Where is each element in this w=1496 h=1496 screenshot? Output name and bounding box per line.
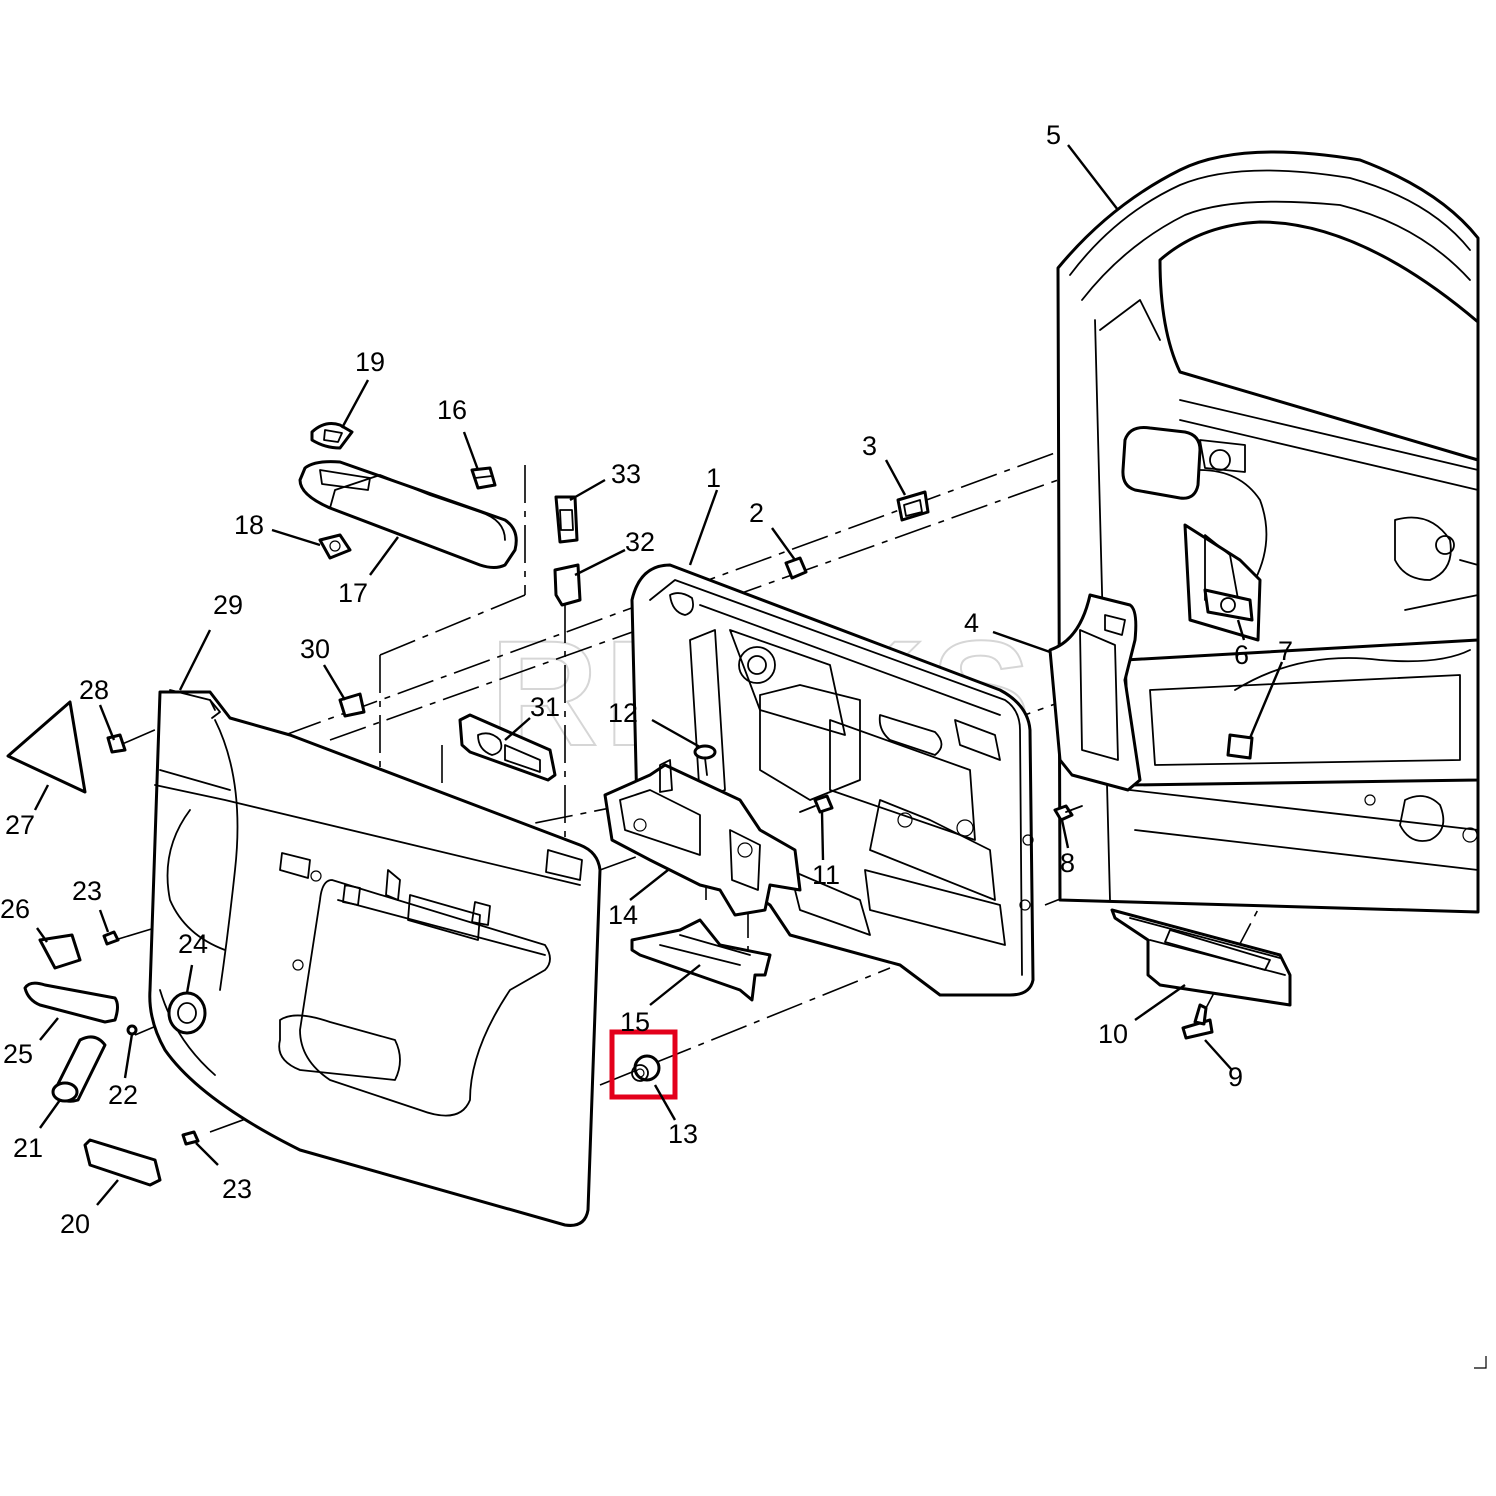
- callout-6: 6: [1234, 640, 1249, 670]
- callout-31: 31: [530, 692, 560, 722]
- callout-19: 19: [355, 347, 385, 377]
- callout-20: 20: [60, 1209, 90, 1239]
- bracket-32: [553, 563, 582, 607]
- retainer-30: [338, 692, 366, 718]
- clip-6: [1203, 588, 1254, 622]
- clip-3: [896, 490, 930, 522]
- callout-8: 8: [1060, 848, 1075, 878]
- bolt-8: [1053, 804, 1083, 822]
- callout-29: 29: [213, 590, 243, 620]
- switch-bracket-31: [458, 713, 557, 782]
- corner-mark: [1474, 1356, 1487, 1369]
- switch-19: [310, 422, 354, 450]
- callout-13: 13: [668, 1119, 698, 1149]
- callout-10: 10: [1098, 1019, 1128, 1049]
- callout-labels: 1 2 3 4 5 6 7 8 9 10 11 12 13 14 15 16 1…: [0, 120, 1293, 1239]
- callout-30: 30: [300, 634, 330, 664]
- sail-panel-27: [6, 700, 87, 794]
- callout-18: 18: [234, 510, 264, 540]
- grommet-13: [631, 1054, 661, 1082]
- callout-24: 24: [178, 929, 208, 959]
- speaker-24: [167, 991, 207, 1035]
- callout-28: 28: [79, 675, 109, 705]
- screw-22: [126, 1024, 138, 1036]
- clip-7: [1226, 733, 1254, 760]
- clip-16: [470, 466, 497, 490]
- handle-bracket-14: [603, 759, 802, 917]
- callout-26: 26: [0, 894, 30, 924]
- callout-32: 32: [625, 527, 655, 557]
- callout-27: 27: [5, 810, 35, 840]
- screw-23-lower: [181, 1130, 200, 1146]
- callout-7: 7: [1278, 636, 1293, 666]
- callout-14: 14: [608, 900, 638, 930]
- callout-17: 17: [338, 578, 368, 608]
- armrest-17: [298, 460, 518, 569]
- nut-2: [784, 556, 808, 580]
- callout-25: 25: [3, 1039, 33, 1069]
- door-trim-panel: [148, 689, 602, 1227]
- callout-5: 5: [1046, 120, 1061, 150]
- clip-28: [106, 733, 127, 754]
- knob-21: [51, 1035, 107, 1103]
- callout-9: 9: [1228, 1062, 1243, 1092]
- cap-26: [38, 933, 82, 970]
- callout-15: 15: [620, 1007, 650, 1037]
- lower-trim-strip: [1110, 908, 1292, 1007]
- highlight-box-13: [609, 1029, 678, 1100]
- callout-16: 16: [437, 395, 467, 425]
- door-inner-frame: [1056, 150, 1480, 914]
- bolt-11: [799, 794, 834, 814]
- callout-12: 12: [608, 698, 638, 728]
- callout-33: 33: [611, 459, 641, 489]
- door-module-panel: [630, 563, 1035, 997]
- push-pin-9: [1181, 1003, 1214, 1040]
- bracket-33: [554, 495, 579, 544]
- clip-18: [318, 533, 352, 560]
- screw-12: [693, 744, 717, 776]
- callout-21: 21: [13, 1133, 43, 1163]
- leader-lines: [33, 144, 1284, 1206]
- bracket-part-4: [1048, 593, 1142, 792]
- callout-2: 2: [749, 498, 764, 528]
- screw-23-upper: [102, 930, 120, 946]
- callout-23-lower: 23: [222, 1174, 252, 1204]
- lower-bracket-15: [630, 918, 772, 1002]
- callout-11: 11: [812, 860, 840, 890]
- cover-20: [83, 1138, 162, 1187]
- pull-handle-25: [23, 981, 119, 1024]
- callout-4: 4: [964, 608, 979, 638]
- callout-23-upper: 23: [72, 876, 102, 906]
- callout-1: 1: [706, 463, 721, 493]
- callout-3: 3: [862, 431, 877, 461]
- callout-22: 22: [108, 1080, 138, 1110]
